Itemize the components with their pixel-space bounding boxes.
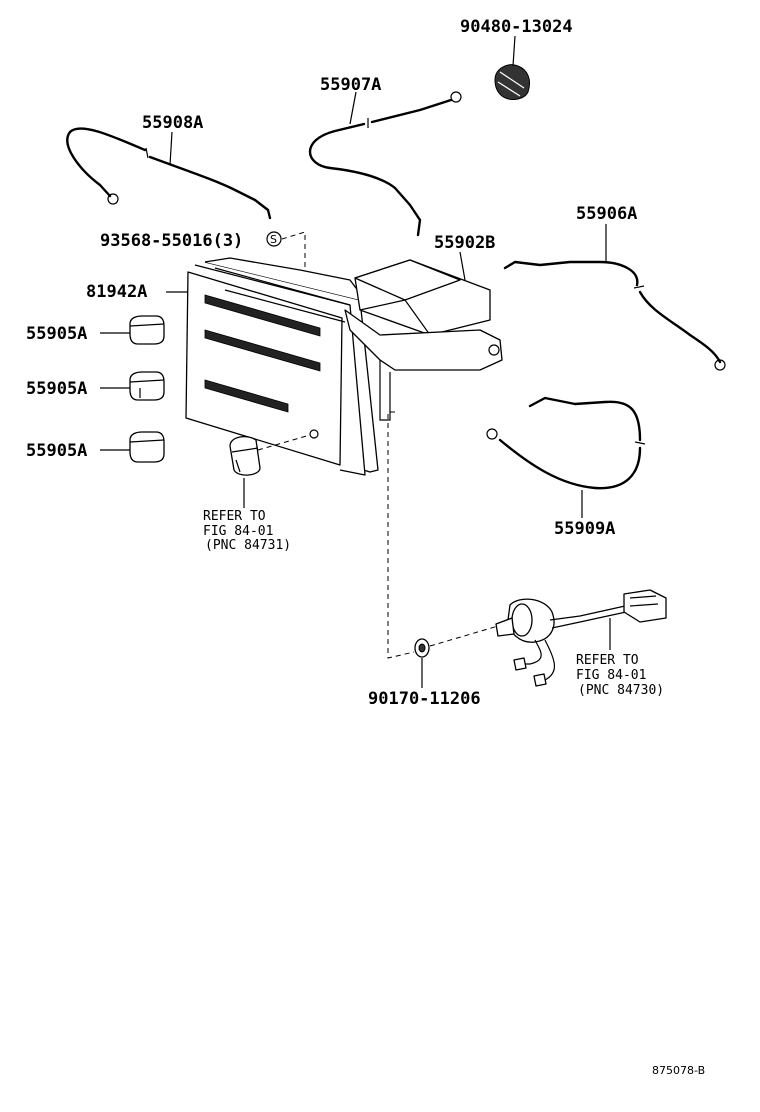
leader-55908a [169,131,173,166]
label-90170-11206: 90170-11206 [368,689,481,709]
label-55906a: 55906A [576,204,637,224]
ref-right-line2: FIG 84-01 [576,668,646,683]
ref-left-line1: REFER TO [203,509,266,524]
control-unit [344,259,503,421]
diagram-code: 875078-B [652,1064,705,1077]
label-55909a: 55909A [554,519,615,539]
screw-marker: S [266,231,282,247]
leader-55907a [349,91,357,125]
knob-2 [129,371,165,401]
ref-left-line2: FIG 84-01 [203,524,273,539]
blower-switch [495,589,667,687]
leader-55902b [459,251,466,281]
washer [414,638,430,658]
control-panel [185,257,379,476]
label-55905a-3: 55905A [26,441,87,461]
washer-dash [387,411,499,659]
knob-3 [129,431,165,463]
knob-1 [129,315,165,345]
label-55907a: 55907A [320,75,381,95]
label-81942a: 81942A [86,282,147,302]
label-90480-13024: 90480-13024 [460,17,573,37]
cable-55908a [66,127,272,220]
s-mark: S [270,233,277,246]
leader-90480 [512,35,516,67]
label-55905a-2: 55905A [26,379,87,399]
ref-right-line3: (PNC 84730) [578,683,664,698]
label-55905a-1: 55905A [26,324,87,344]
ref-right-line1: REFER TO [576,653,639,668]
cable-55909a [486,396,646,490]
ref-left-line3: (PNC 84731) [205,538,291,553]
label-55908a: 55908A [142,113,203,133]
selector-dash [257,434,311,451]
label-93568-55016: 93568-55016(3) [100,231,243,251]
cable-55907a [308,91,462,237]
grommet-part [494,64,531,100]
selector-knob [229,435,261,476]
cable-55906a [503,260,726,371]
label-55902b: 55902B [434,233,495,253]
